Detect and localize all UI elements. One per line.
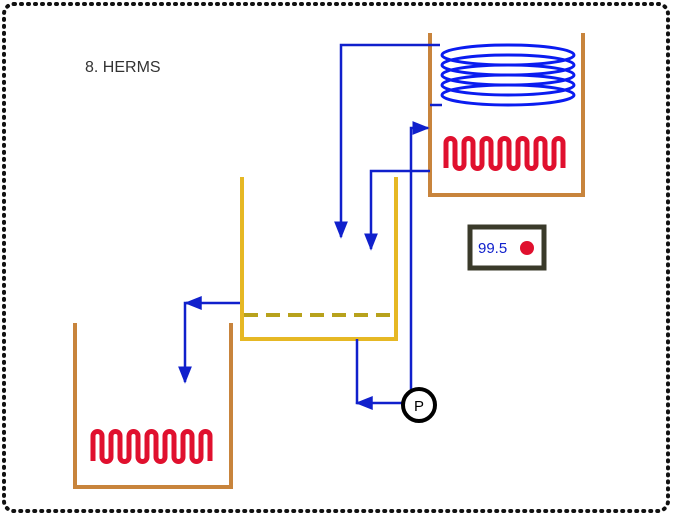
pump: P xyxy=(401,387,437,423)
pipe-pump-to-hlt xyxy=(409,121,430,390)
pipe-mash-drain-to-pump xyxy=(355,339,402,405)
mash-tun xyxy=(240,177,398,341)
pump-label: P xyxy=(414,398,424,415)
pipe-coil-outlet-to-mash xyxy=(334,43,440,239)
hlt-vessel xyxy=(428,33,585,197)
boil-kettle-heating-element xyxy=(90,429,213,464)
boil-kettle-vessel xyxy=(73,323,233,489)
heat-exchange-coil xyxy=(440,43,576,107)
mash-tun-vessel xyxy=(240,177,398,341)
hot-liquor-tank xyxy=(428,33,585,197)
pipe-hlt-to-mash xyxy=(364,169,430,251)
piping xyxy=(178,43,442,410)
temperature-controller: 99.5 xyxy=(467,224,547,271)
diagram-title: 8. HERMS xyxy=(85,59,161,76)
temperature-value: 99.5 xyxy=(478,240,507,257)
pump-circle xyxy=(401,387,437,423)
hlt-heating-element xyxy=(443,136,566,171)
boil-kettle xyxy=(73,323,233,489)
red-status-dot xyxy=(520,241,534,255)
